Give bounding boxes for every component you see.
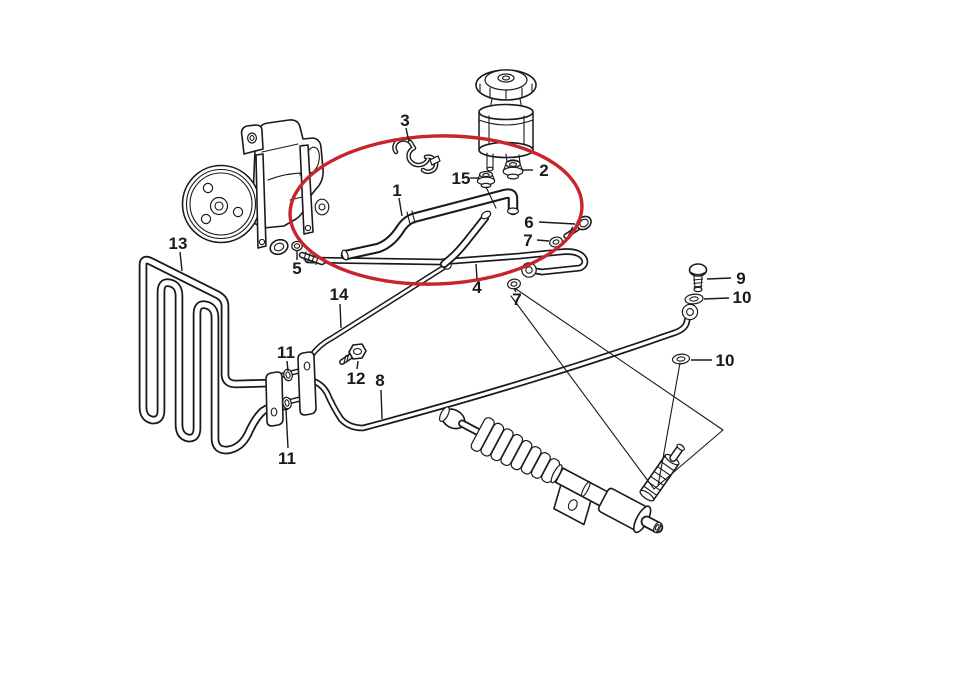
part-label-4: 4 xyxy=(472,278,482,297)
leader-line xyxy=(179,251,183,272)
part-label-3: 3 xyxy=(400,111,409,130)
part-label-8: 8 xyxy=(375,371,384,390)
leader-line xyxy=(380,389,383,420)
fluid-reservoir xyxy=(475,69,537,172)
leader-line xyxy=(405,127,410,143)
reservoir-body xyxy=(478,112,534,150)
leader-line xyxy=(703,297,730,300)
suction-hose-stub xyxy=(439,210,492,269)
banjo-eye xyxy=(681,303,699,321)
part-label-12: 12 xyxy=(347,369,366,388)
pump-strap xyxy=(299,144,314,235)
pump-pulley xyxy=(181,164,261,244)
leader-line xyxy=(285,409,289,449)
sealing-ring-5 xyxy=(291,240,303,252)
leader-line xyxy=(513,287,517,293)
washer-10 xyxy=(684,293,704,305)
highlight-ellipse xyxy=(288,134,584,286)
grommet-2 xyxy=(502,160,524,180)
part-label-14: 14 xyxy=(330,285,349,304)
hose-clamp xyxy=(392,137,441,174)
leader-line xyxy=(475,263,478,280)
leader-line xyxy=(706,277,732,280)
block-plate xyxy=(265,371,284,427)
part-label-10: 10 xyxy=(716,351,735,370)
pump-outlet-boss xyxy=(269,238,289,256)
part-label-1: 1 xyxy=(392,181,401,200)
leader-line xyxy=(339,303,342,329)
threaded-fitting-5 xyxy=(291,240,326,266)
leader-line xyxy=(398,197,403,217)
pressure-hose-4 xyxy=(304,248,589,278)
projection-lines xyxy=(485,186,724,490)
part-label-2: 2 xyxy=(539,161,548,180)
hoses-and-pipes xyxy=(265,160,708,432)
fluid-cooler-coil xyxy=(138,255,291,455)
bolt-12 xyxy=(339,343,367,365)
pump-ear-hole xyxy=(314,198,330,216)
leader-line xyxy=(538,221,576,225)
hose-1 xyxy=(340,188,520,261)
washer-10 xyxy=(671,353,691,365)
part-label-13: 13 xyxy=(169,234,188,253)
steering-rack xyxy=(438,406,685,534)
part-label-11: 11 xyxy=(277,343,295,362)
rack-mount-bracket xyxy=(553,484,592,526)
power-steering-pump xyxy=(181,119,330,256)
block-plate xyxy=(297,351,317,416)
part-label-7: 7 xyxy=(523,231,532,250)
leader-line xyxy=(536,239,550,242)
part-label-10: 10 xyxy=(733,288,752,307)
part-label-6: 6 xyxy=(524,213,533,232)
grommet-15 xyxy=(476,170,496,189)
steering-input-shaft xyxy=(639,443,685,502)
part-label-7: 7 xyxy=(512,290,521,309)
part-label-9: 9 xyxy=(736,269,745,288)
rack-boot xyxy=(470,417,561,484)
part-label-15: 15 xyxy=(452,169,471,188)
part-label-11: 11 xyxy=(278,449,296,468)
pipe-14 xyxy=(308,260,452,359)
pump-strap xyxy=(255,153,267,249)
leader-line xyxy=(286,360,289,372)
fitting-block xyxy=(265,343,367,427)
part-label-5: 5 xyxy=(292,259,301,278)
banjo-bolt-9 xyxy=(688,263,708,293)
leader-line xyxy=(356,360,359,370)
return-pipe-8 xyxy=(309,303,699,432)
